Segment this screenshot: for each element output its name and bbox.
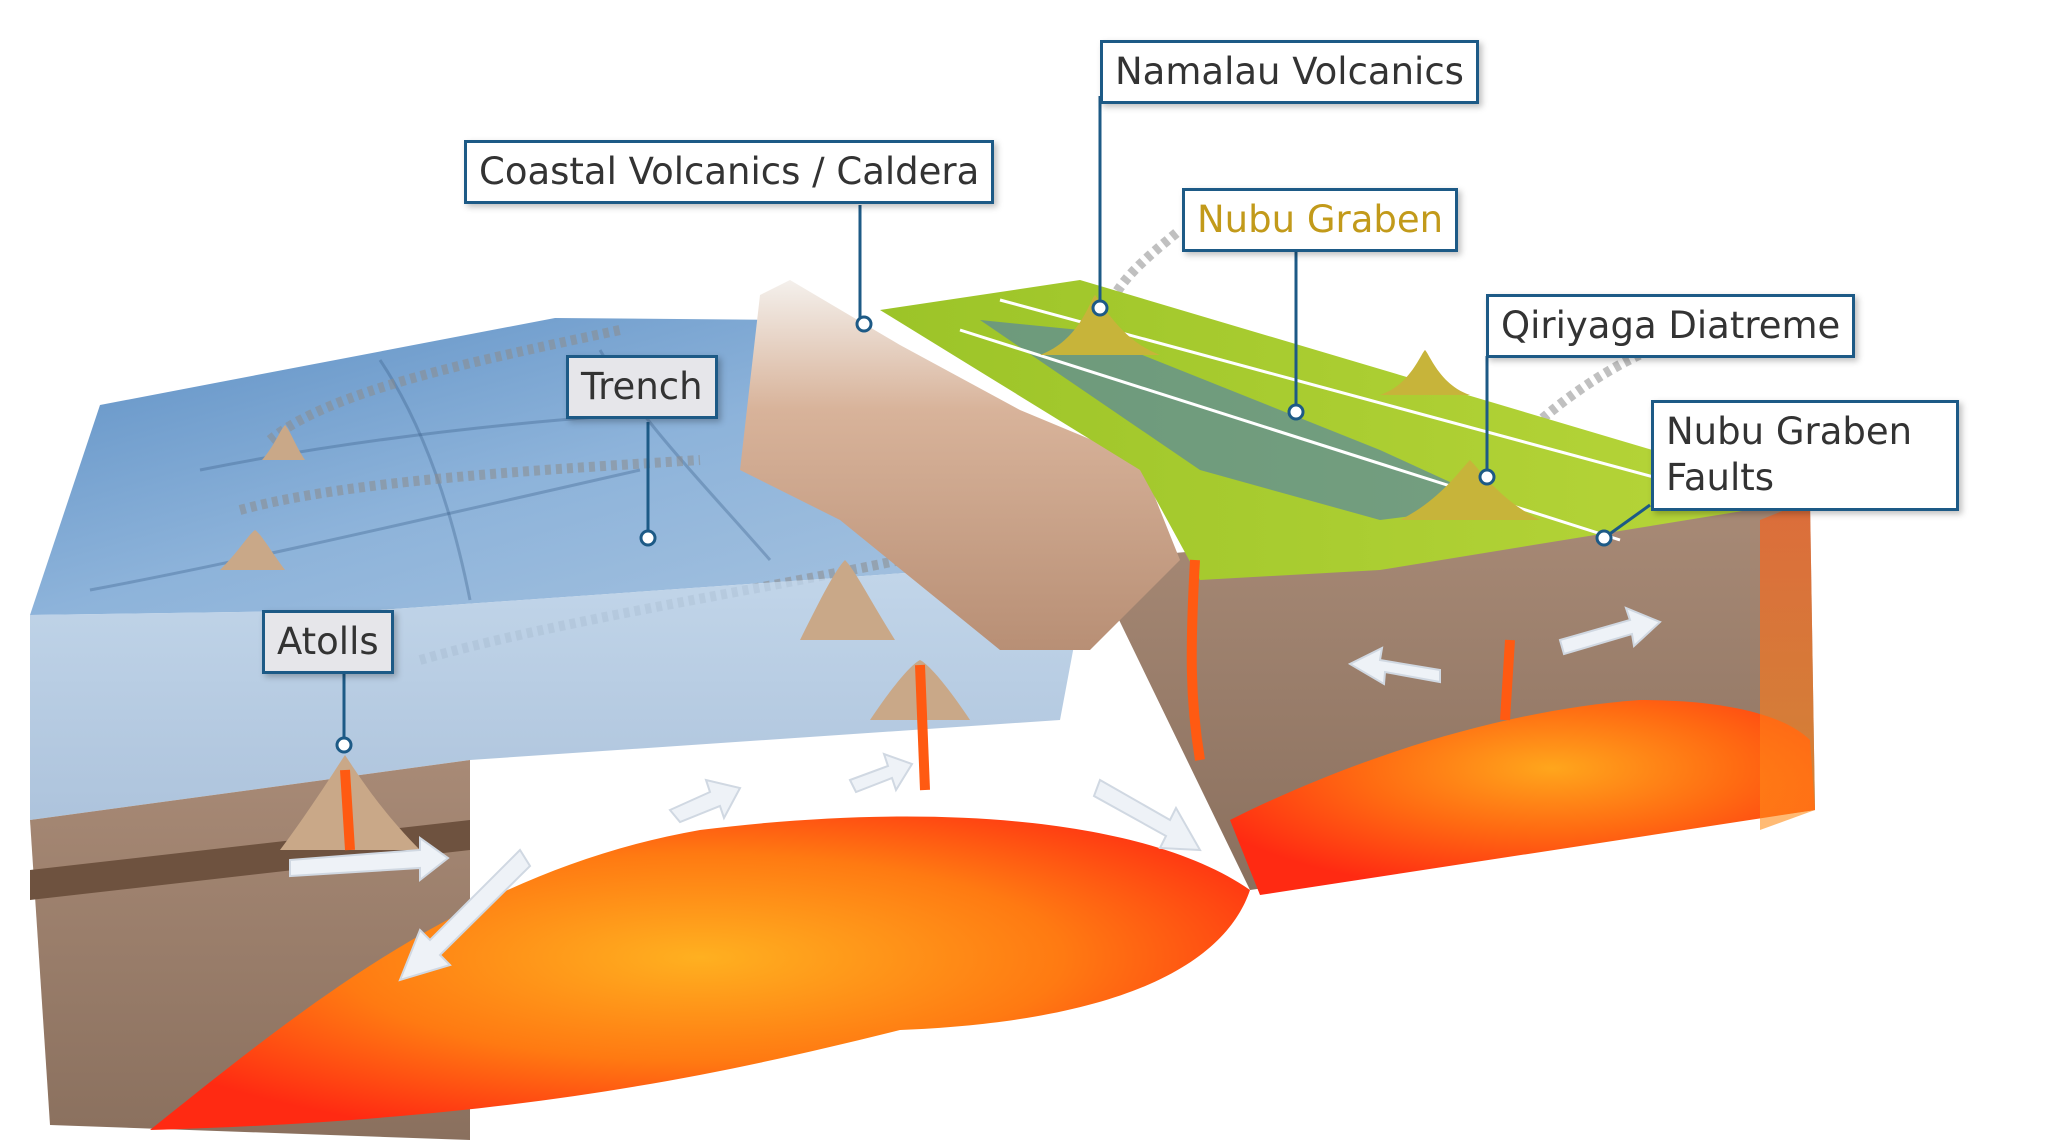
label-namalau-text: Namalau Volcanics — [1115, 50, 1464, 93]
label-namalau-volcanics: Namalau Volcanics — [1100, 40, 1479, 105]
label-coastal-text: Coastal Volcanics / Caldera — [479, 150, 980, 193]
label-atolls: Atolls — [262, 610, 394, 675]
label-coastal-volcanics-caldera: Coastal Volcanics / Caldera — [464, 140, 995, 205]
flow-arrows — [289, 606, 1662, 982]
magma-chamber-left — [150, 816, 1250, 1130]
label-nubu-graben: Nubu Graben — [1182, 188, 1459, 253]
right-side-face — [1760, 500, 1815, 830]
label-atolls-text: Atolls — [277, 620, 379, 663]
label-qiriyaga-text: Qiriyaga Diatreme — [1501, 304, 1841, 347]
magma-chamber-right — [1230, 700, 1815, 895]
label-nubu-text: Nubu Graben — [1197, 198, 1444, 241]
label-qiriyaga-diatreme: Qiriyaga Diatreme — [1486, 294, 1856, 359]
label-faults-line1: Nubu Graben — [1666, 410, 1913, 453]
label-faults-line2: Faults — [1666, 456, 1775, 500]
label-trench-text: Trench — [581, 365, 703, 408]
leader-dots — [335, 299, 1613, 754]
coastal-mountains — [740, 280, 1180, 650]
label-trench: Trench — [566, 355, 718, 420]
leader-lines — [342, 96, 1651, 745]
label-nubu-graben-faults: Nubu Graben Faults — [1651, 400, 1959, 511]
magma-conduits — [340, 559, 1515, 851]
land-cones — [1040, 295, 1540, 520]
